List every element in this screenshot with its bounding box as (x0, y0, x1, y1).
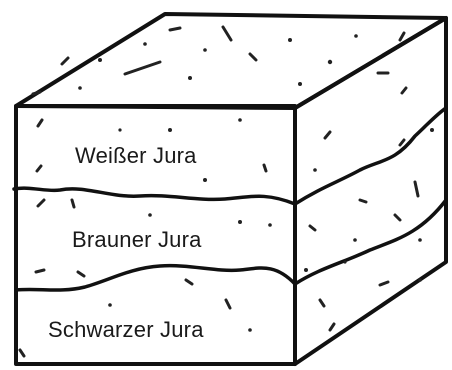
boundary-upper-side (295, 108, 446, 204)
top-face (16, 14, 446, 108)
boundary-lower-front (16, 266, 295, 290)
boundary-upper-front (14, 188, 295, 204)
layer-label-brauner-jura: Brauner Jura (72, 227, 202, 253)
boundary-lower-side (295, 200, 446, 284)
layer-label-weisser-jura: Weißer Jura (75, 143, 197, 169)
layer-label-schwarzer-jura: Schwarzer Jura (48, 317, 204, 343)
layer-boundaries (14, 108, 446, 290)
